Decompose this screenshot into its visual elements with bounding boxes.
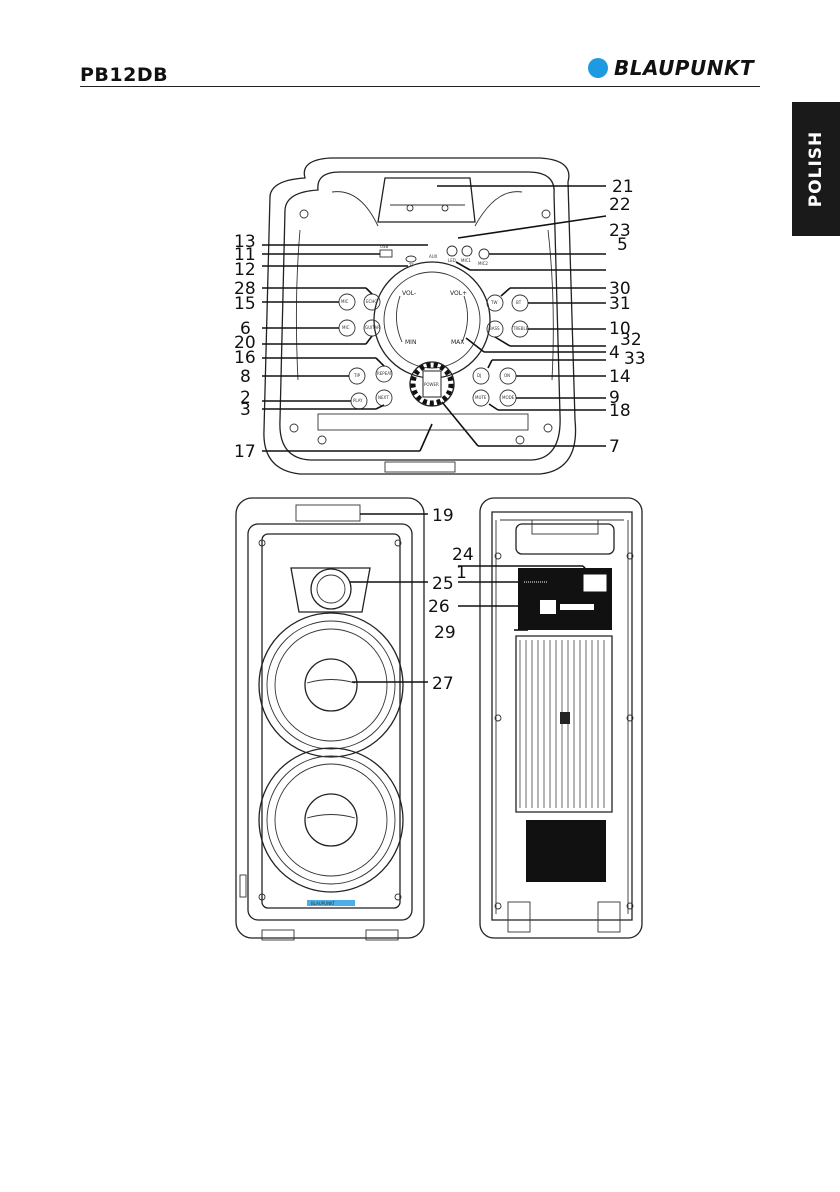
port-mic2-label: MIC2 (478, 261, 488, 266)
btn-treble-label: TREBLE (512, 326, 529, 331)
btn-power-label: POWER (424, 382, 439, 387)
dial-vol-minus-label: VOL- (402, 290, 416, 297)
dial-max-label: MAX (451, 339, 464, 346)
callout-21: 21 (612, 177, 634, 197)
front-badge: BLAUPUNKT (311, 901, 335, 906)
callout-33: 33 (624, 349, 646, 369)
callout-25: 25 (432, 574, 454, 594)
btn-guitar-label: GUITAR (365, 325, 380, 330)
btn-bt-label: BT (516, 300, 522, 305)
port-led-label: LED (448, 258, 456, 263)
top-panel-drawing: VOL- VOL+ MIN MAX USB TF AUX LED MIC1 MI… (264, 158, 576, 474)
btn-tip-label: TIP (353, 373, 361, 378)
callout-19: 19 (432, 506, 454, 526)
btn-tws-label: TW (490, 300, 497, 305)
port-aux-label: AUX (429, 254, 438, 259)
front-view-drawing: BLAUPUNKT (236, 498, 424, 940)
btn-mic-priority-label: MIC (341, 299, 349, 304)
btn-play-label: PLAY (353, 398, 363, 403)
port-mic1-label: MIC1 (461, 258, 471, 263)
port-tf-label: TF (408, 263, 414, 268)
callout-7: 7 (609, 437, 620, 457)
btn-repeat-label: REPEAT (377, 371, 393, 376)
callout-16: 16 (234, 348, 256, 368)
callout-24: 24 (452, 545, 474, 565)
callout-1: 1 (456, 563, 467, 583)
dial-min-label: MIN (405, 339, 416, 346)
dial-vol-plus-label: VOL+ (450, 290, 467, 297)
callout-8: 8 (240, 367, 251, 387)
btn-bass-label: BASS (489, 326, 500, 331)
btn-next-label: NEXT (378, 395, 389, 400)
btn-on-label: ON (504, 373, 510, 378)
btn-mic-vol-label: MIC (342, 325, 350, 330)
back-view-drawing (480, 498, 642, 938)
callout-4: 4 (609, 343, 620, 363)
btn-echo-label: ECHO (366, 299, 377, 304)
callout-31: 31 (609, 294, 631, 314)
callout-22: 22 (609, 195, 631, 215)
callout-32: 32 (620, 330, 642, 350)
callout-12: 12 (234, 260, 256, 280)
btn-mute-label: MUTE (475, 395, 487, 400)
btn-mode-label: MODE (502, 395, 515, 400)
callout-15: 15 (234, 294, 256, 314)
callout-14: 14 (609, 367, 631, 387)
callout-3: 3 (240, 400, 251, 420)
callout-17: 17 (234, 442, 256, 462)
callout-26: 26 (428, 597, 450, 617)
btn-dj-label: DJ (477, 373, 481, 378)
callout-29: 29 (434, 623, 456, 643)
callout-27: 27 (432, 674, 454, 694)
callout-5: 5 (617, 235, 628, 255)
callout-18: 18 (609, 401, 631, 421)
